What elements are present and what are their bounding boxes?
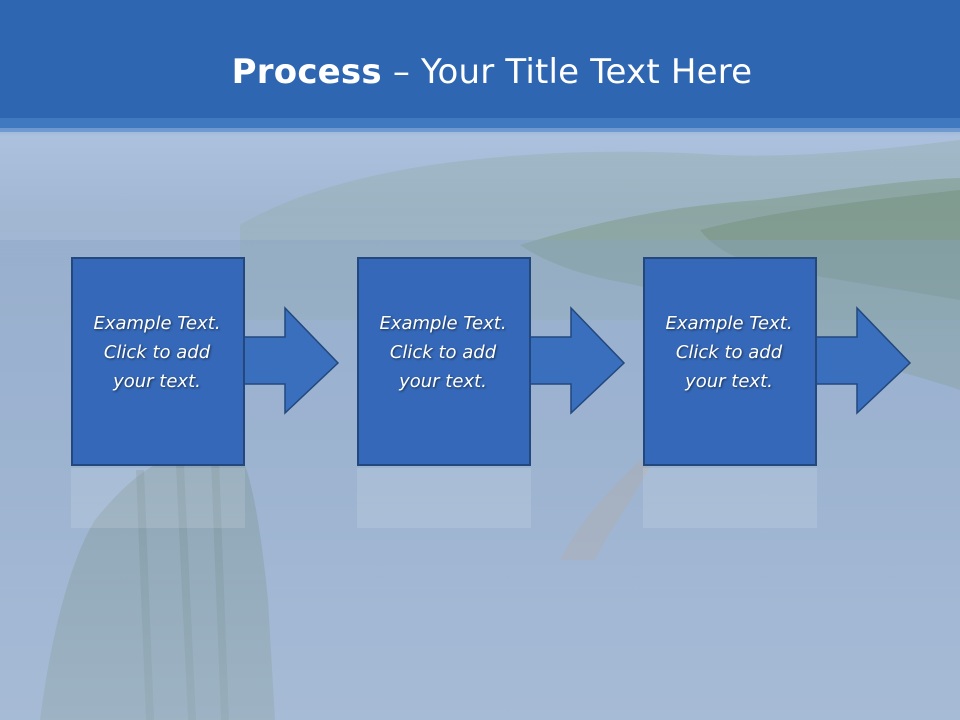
- step-text-line: your text.: [113, 371, 201, 392]
- step-text[interactable]: Example Text. Click to add your text.: [643, 309, 815, 396]
- step-text-line: your text.: [399, 371, 487, 392]
- title-rest: Your Title Text Here: [421, 52, 753, 92]
- process-step-1: Example Text. Click to add your text.: [71, 257, 411, 528]
- step-text-line: Click to add: [675, 342, 783, 363]
- right-arrow-icon: [528, 306, 626, 415]
- step-text[interactable]: Example Text. Click to add your text.: [71, 309, 243, 396]
- step-reflection: [357, 468, 531, 528]
- step-shape: [643, 257, 912, 528]
- title-separator: –: [381, 52, 422, 92]
- right-arrow-icon: [242, 306, 340, 415]
- step-text-line: Example Text.: [379, 313, 507, 334]
- title-bold: Process: [231, 52, 382, 92]
- step-box: [71, 257, 245, 466]
- step-shape: [71, 257, 340, 528]
- step-box: [643, 257, 817, 466]
- right-arrow-icon: [814, 306, 912, 415]
- step-text-line: Click to add: [103, 342, 211, 363]
- step-box: [357, 257, 531, 466]
- process-step-3: Example Text. Click to add your text.: [643, 257, 960, 528]
- step-reflection: [643, 468, 817, 528]
- step-shape: [357, 257, 626, 528]
- process-step-2: Example Text. Click to add your text.: [357, 257, 697, 528]
- step-text-line: Example Text.: [665, 313, 793, 334]
- step-text[interactable]: Example Text. Click to add your text.: [357, 309, 529, 396]
- step-text-line: Example Text.: [93, 313, 221, 334]
- step-text-line: Click to add: [389, 342, 497, 363]
- step-text-line: your text.: [685, 371, 773, 392]
- slide-title[interactable]: Process – Your Title Text Here: [0, 52, 960, 92]
- step-reflection: [71, 468, 245, 528]
